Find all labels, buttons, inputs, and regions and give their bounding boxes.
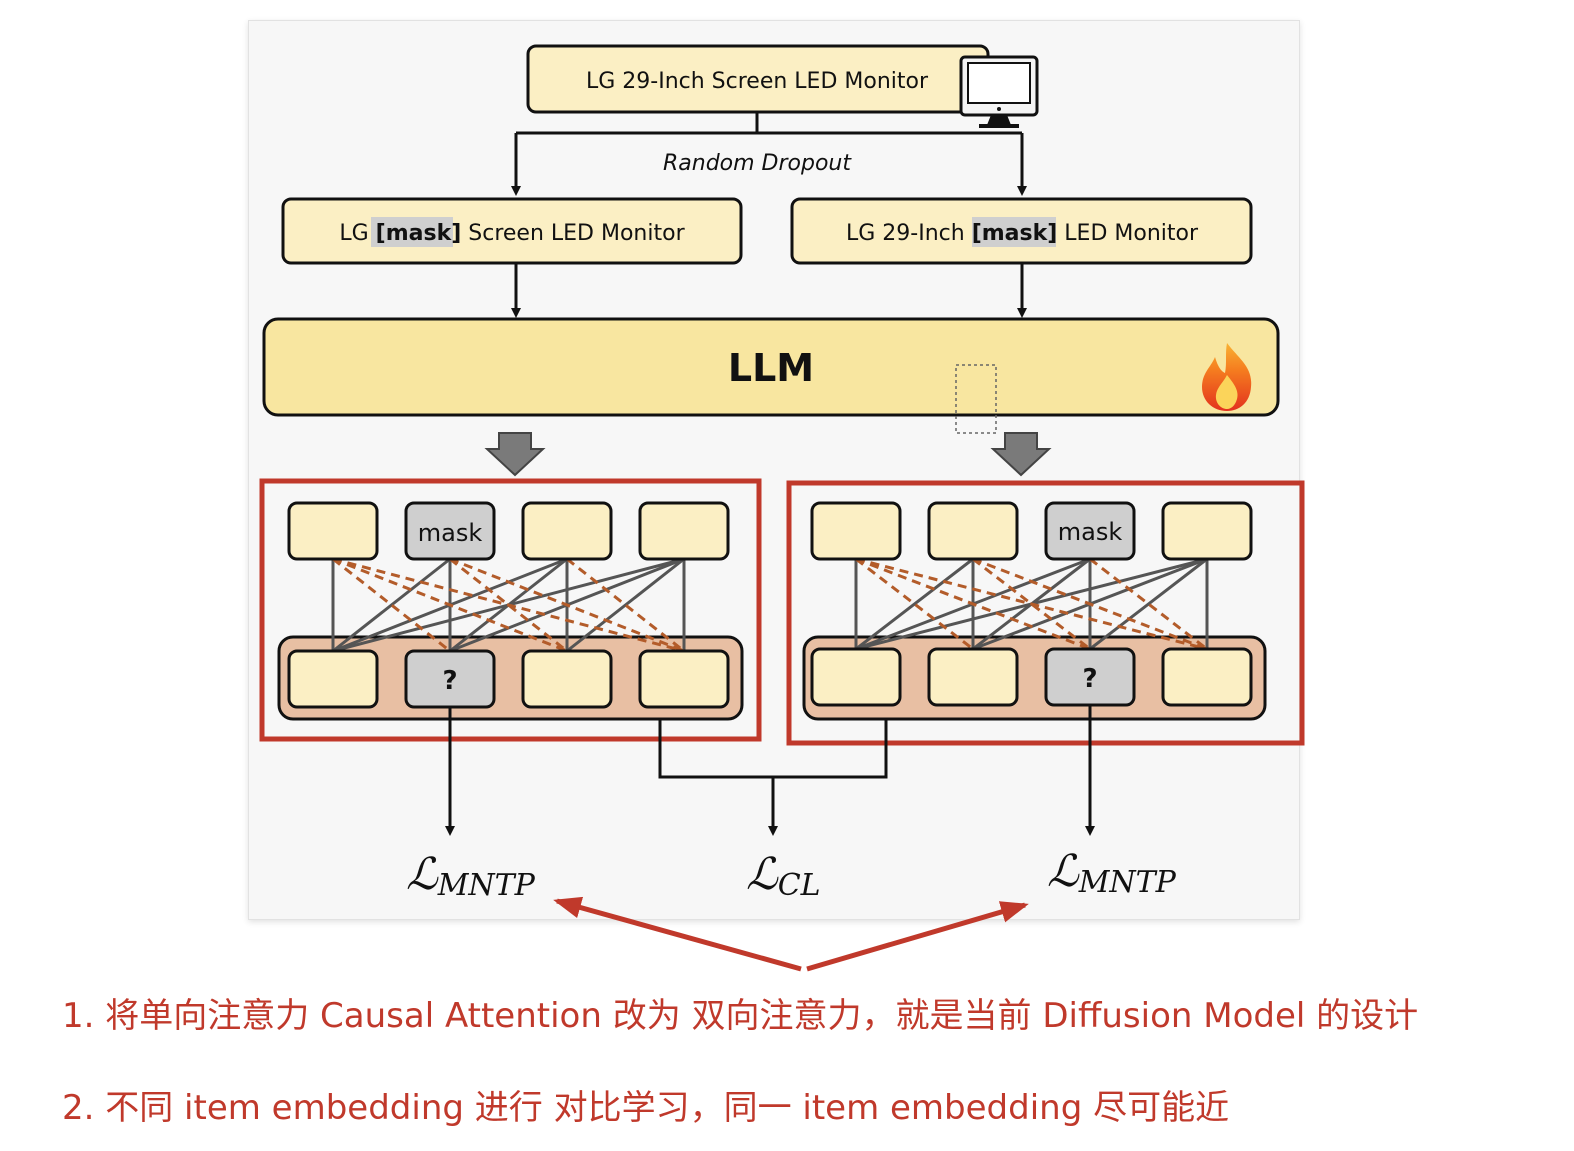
left-input-token [521, 501, 613, 561]
annotation-note-2: 2. 不同 item embedding 进行 对比学习，同一 item emb… [62, 1088, 1230, 1128]
right-masked-input-box: LG 29-Inch [mask] LED Monitor [790, 197, 1253, 265]
right-input-token [927, 501, 1019, 561]
left-mask-token [404, 501, 496, 561]
left-input-token [638, 501, 730, 561]
right-mask-token [1044, 501, 1136, 561]
right-mask-token-label: mask [1058, 518, 1123, 546]
loss-cl: ℒCL [746, 849, 821, 903]
right-output-token [810, 647, 902, 707]
contrastive-connector [658, 719, 888, 836]
diagram-panel: LG 29-Inch Screen LED Monitor Random Dro… [248, 20, 1305, 972]
left-output-block-arrow [484, 432, 546, 477]
right-highlight-frame [786, 480, 1305, 746]
right-unknown-token-label: ? [1082, 664, 1097, 694]
dropout-connector [511, 112, 1027, 196]
right-attention-group: mask ? [786, 480, 1305, 746]
left-attention-group: mask ? [259, 478, 762, 742]
right-input-token [810, 501, 902, 561]
flame-icon [1202, 343, 1252, 411]
left-unknown-token-label: ? [442, 666, 457, 696]
left-dashed-edges [332, 557, 685, 653]
right-masked-text: LG 29-Inch [mask] LED Monitor [846, 221, 1199, 246]
left-masked-text: LG [mask] Screen LED Monitor [339, 221, 685, 246]
left-output-token [287, 649, 379, 709]
loss-mntp-right: ℒMNTP [1047, 846, 1177, 900]
dropout-label: Random Dropout [663, 151, 852, 176]
left-input-token [287, 501, 379, 561]
left-masked-input-box: LG [mask] Screen LED Monitor [281, 197, 743, 265]
loss-mntp-left: ℒMNTP [406, 849, 536, 903]
right-output-block-arrow [990, 432, 1052, 477]
left-output-row-background [277, 635, 744, 721]
monitor-icon [959, 55, 1039, 128]
left-mask-token-label: mask [418, 519, 483, 547]
annotation-note-1: 1. 将单向注意力 Causal Attention 改为 双向注意力，就是当前… [62, 996, 1419, 1036]
left-output-token [638, 649, 730, 709]
left-highlight-frame [259, 478, 762, 742]
llm-block: LLM [262, 317, 1280, 434]
right-input-token [1161, 501, 1253, 561]
left-output-token [521, 649, 613, 709]
top-input-text: LG 29-Inch Screen LED Monitor [586, 69, 929, 94]
dashed-placeholder-box [955, 364, 997, 434]
annotation-arrows [553, 896, 1029, 972]
right-output-row-background [802, 635, 1267, 721]
right-output-token [927, 647, 1019, 707]
right-dashed-edges [855, 557, 1208, 651]
llm-label: LLM [728, 346, 814, 390]
right-output-token [1161, 647, 1253, 707]
top-input-box: LG 29-Inch Screen LED Monitor [526, 44, 990, 114]
